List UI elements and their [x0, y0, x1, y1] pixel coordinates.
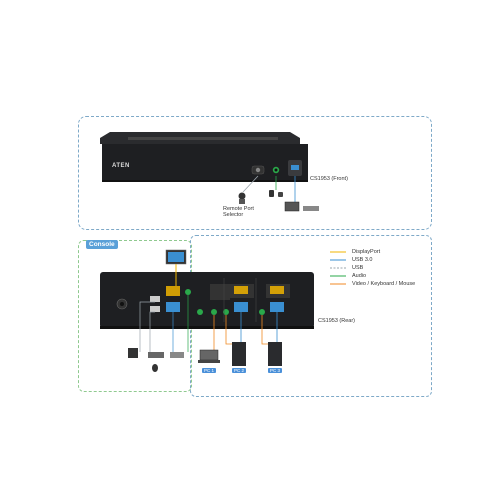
console-tag: Console [86, 240, 118, 249]
remote-port-selector-label: Remote Port Selector [223, 206, 254, 218]
rear-model-label: CS1953 (Rear) [318, 318, 355, 324]
legend-usb: USB [352, 265, 364, 271]
front-device [100, 132, 308, 182]
brand-logo: ATEN [112, 163, 130, 169]
front-model-label: CS1953 (Front) [310, 176, 348, 182]
legend-displayport: DisplayPort [352, 249, 381, 255]
pc-1-tag: PC 1 [202, 368, 217, 373]
front-panel-frame [78, 116, 432, 230]
legend-video-kvm: Video / Keyboard / Mouse [352, 281, 416, 287]
rear-device [100, 272, 314, 329]
legend-usb3: USB 3.0 [352, 257, 373, 263]
pc-2-tag: PC 2 [232, 368, 247, 373]
pc-3-tag: PC 3 [268, 368, 283, 373]
legend-audio: Audio [352, 273, 367, 279]
